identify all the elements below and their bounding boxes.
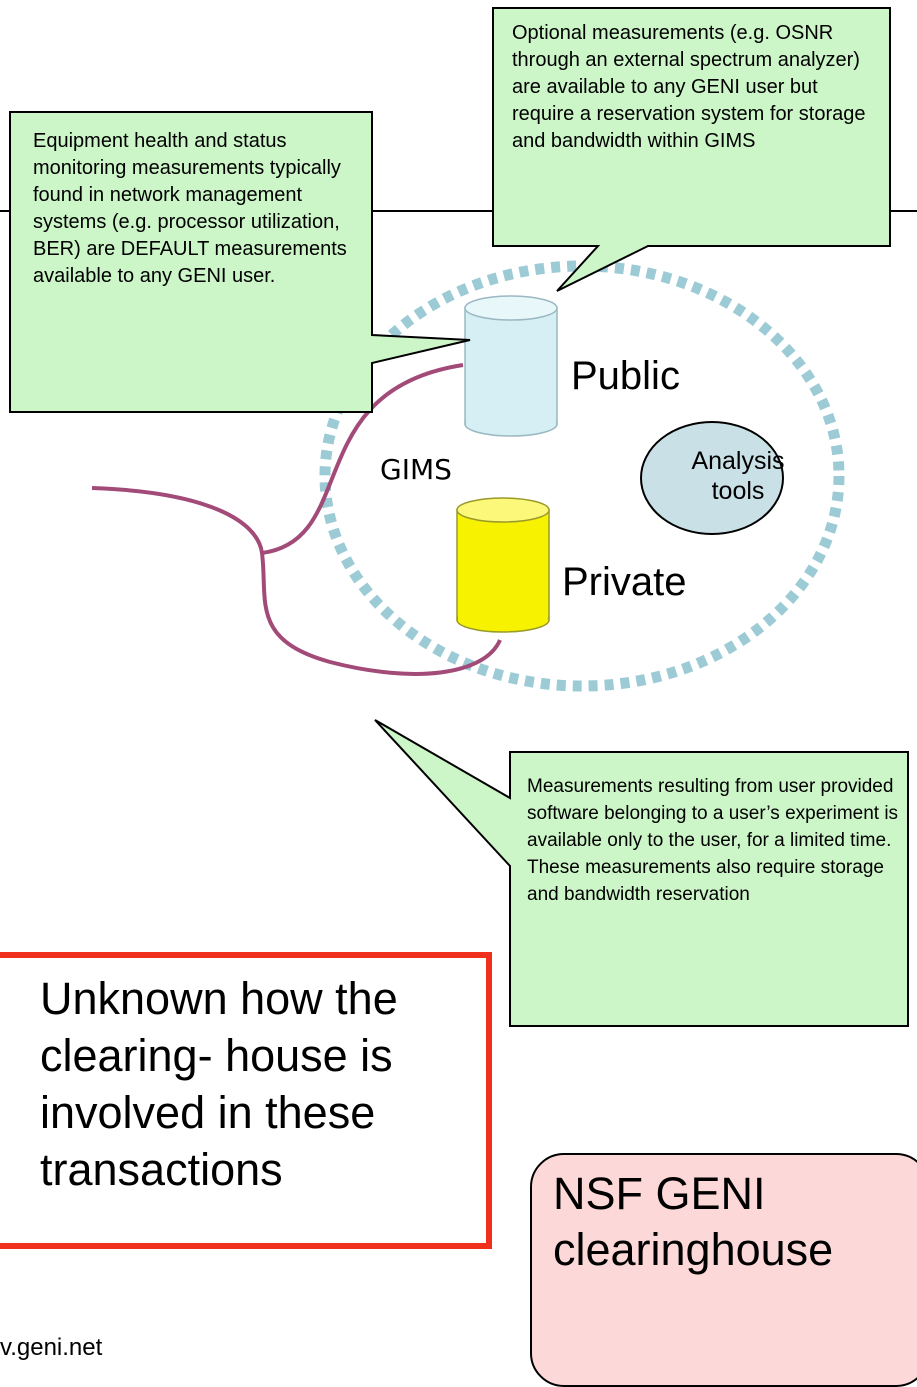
callout-user-text: Measurements resulting from user provide… (527, 776, 899, 905)
note-text: Unknown how the clearing- house is invol… (40, 973, 398, 1195)
private-cylinder[interactable] (456, 497, 550, 633)
connection-curve-main (91, 486, 502, 676)
public-label: Public (571, 354, 680, 398)
public-cylinder[interactable] (464, 295, 558, 437)
callout-optional (492, 7, 891, 292)
gims-ring (319, 260, 845, 692)
clearinghouse-label: NSF GENI clearinghouse (553, 1168, 834, 1275)
analysis-tools-label: Analysis tools (691, 447, 785, 505)
callout-default-text: Equipment health and status monitoring m… (33, 130, 347, 287)
analysis-tools-ellipse[interactable] (640, 421, 784, 535)
note-box (0, 952, 492, 1249)
callout-optional-text: Optional measurements (e.g. OSNR through… (512, 22, 866, 152)
callout-user (374, 719, 909, 1027)
connection-curve-public (261, 363, 464, 555)
gims-label: GIMS (380, 453, 452, 486)
callout-default (9, 111, 471, 413)
clearinghouse-box[interactable] (530, 1153, 917, 1387)
private-label: Private (562, 560, 687, 604)
footer-link[interactable]: v.geni.net (0, 1334, 103, 1361)
